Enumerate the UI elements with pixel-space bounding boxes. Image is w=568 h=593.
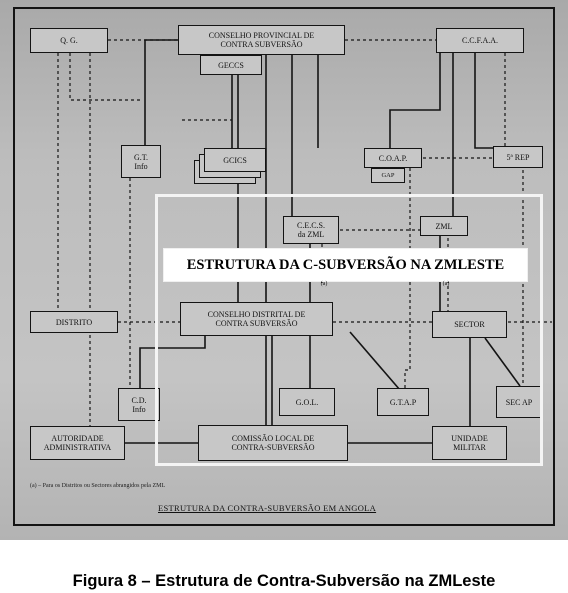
box-zml: ZML — [420, 216, 468, 236]
box-gtap: G.T.A.P — [377, 388, 429, 416]
figure-caption: Figura 8 – Estrutura de Contra-Subversão… — [72, 572, 496, 590]
dash-coap-down — [404, 168, 411, 390]
document-caption: ESTRUTURA DA CONTRA-SUBVERSÃO EM ANGOLA — [158, 503, 377, 513]
box-cd-info: C.D. Info — [118, 388, 160, 421]
box-qg: Q. G. — [30, 28, 108, 53]
line-cpcs-to-gt — [144, 39, 178, 145]
box-gap: GAP — [371, 168, 405, 183]
box-gol: G.O.L. — [279, 388, 335, 416]
line-ccfaa-to-rep — [474, 53, 497, 149]
box-conselho-provincial: CONSELHO PROVINCIAL DE CONTRA SUBVERSÃO — [178, 25, 345, 55]
box-cecs-zml: C.E.C.S. da ZML — [283, 216, 339, 244]
line-ccfaa-to-coap — [389, 53, 441, 148]
dash-qg-to-gt — [69, 53, 140, 101]
box-sector: SECTOR — [432, 311, 507, 338]
box-conselho-distrital: CONSELHO DISTRITAL DE CONTRA SUBVERSÃO — [180, 302, 333, 336]
line-sector-to-secap — [484, 337, 521, 387]
box-autoridade-administrativa: AUTORIDADE ADMINISTRATIVA — [30, 426, 125, 460]
box-comissao-local: COMISSÃO LOCAL DE CONTRA-SUBVERSÃO — [198, 425, 348, 461]
box-5-rep: 5ª REP — [493, 146, 543, 168]
banner-title: ESTRUTURA DA C-SUBVERSÃO NA ZMLESTE — [163, 248, 528, 282]
box-unidade-militar: UNIDADE MILITAR — [432, 426, 507, 460]
box-gcics: GCICS — [204, 148, 266, 172]
marker-a-2: (a) — [442, 280, 450, 287]
marker-a-1: (a) — [320, 280, 328, 287]
box-ccfaa: C.C.F.A.A. — [436, 28, 524, 53]
footnote: (a) – Para os Distritos ou Sectores abra… — [30, 483, 166, 489]
box-gt-info: G.T. Info — [121, 145, 161, 178]
box-coap: C.O.A.P. — [364, 148, 422, 168]
box-geccs: GECCS — [200, 55, 262, 75]
document-frame — [13, 7, 555, 526]
line-cdcs-to-gtap — [349, 331, 401, 391]
highlight-frame — [155, 194, 543, 466]
box-distrito: DISTRITO — [30, 311, 118, 333]
